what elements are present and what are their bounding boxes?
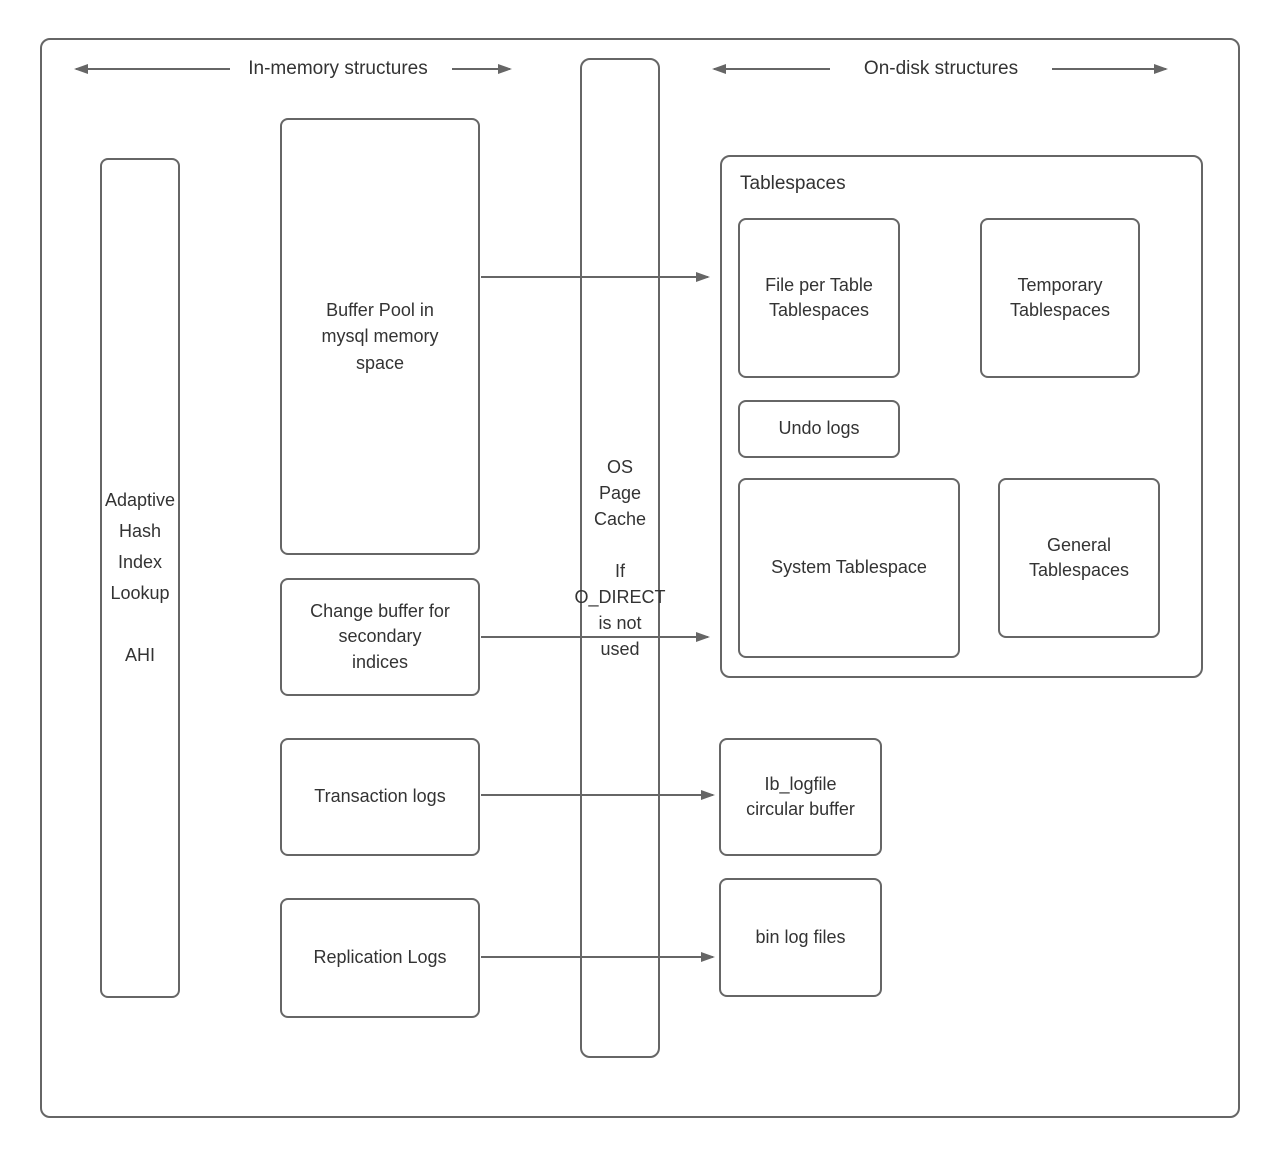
node-adaptive-hash-index: Adaptive Hash Index Lookup AHI [100,158,180,998]
node-transaction-logs: Transaction logs [280,738,480,856]
node-file-per-table-tablespaces: File per Table Tablespaces [738,218,900,378]
node-change-buffer: Change buffer for secondary indices [280,578,480,696]
node-system-tablespace: System Tablespace [738,478,960,658]
tablespaces-container-label: Tablespaces [740,173,846,194]
node-temporary-tablespaces: Temporary Tablespaces [980,218,1140,378]
node-buffer-pool: Buffer Pool in mysql memory space [280,118,480,555]
in-memory-zone-label: In-memory structures [248,58,428,79]
node-general-tablespaces: General Tablespaces [998,478,1160,638]
node-bin-log-files: bin log files [719,878,882,997]
on-disk-zone-label: On-disk structures [863,58,1019,79]
node-ib-logfile-circular-buffer: Ib_logfile circular buffer [719,738,882,856]
node-os-page-cache: OS Page Cache If O_DIRECT is not used [575,58,666,1058]
node-undo-logs: Undo logs [738,400,900,458]
node-replication-logs: Replication Logs [280,898,480,1018]
